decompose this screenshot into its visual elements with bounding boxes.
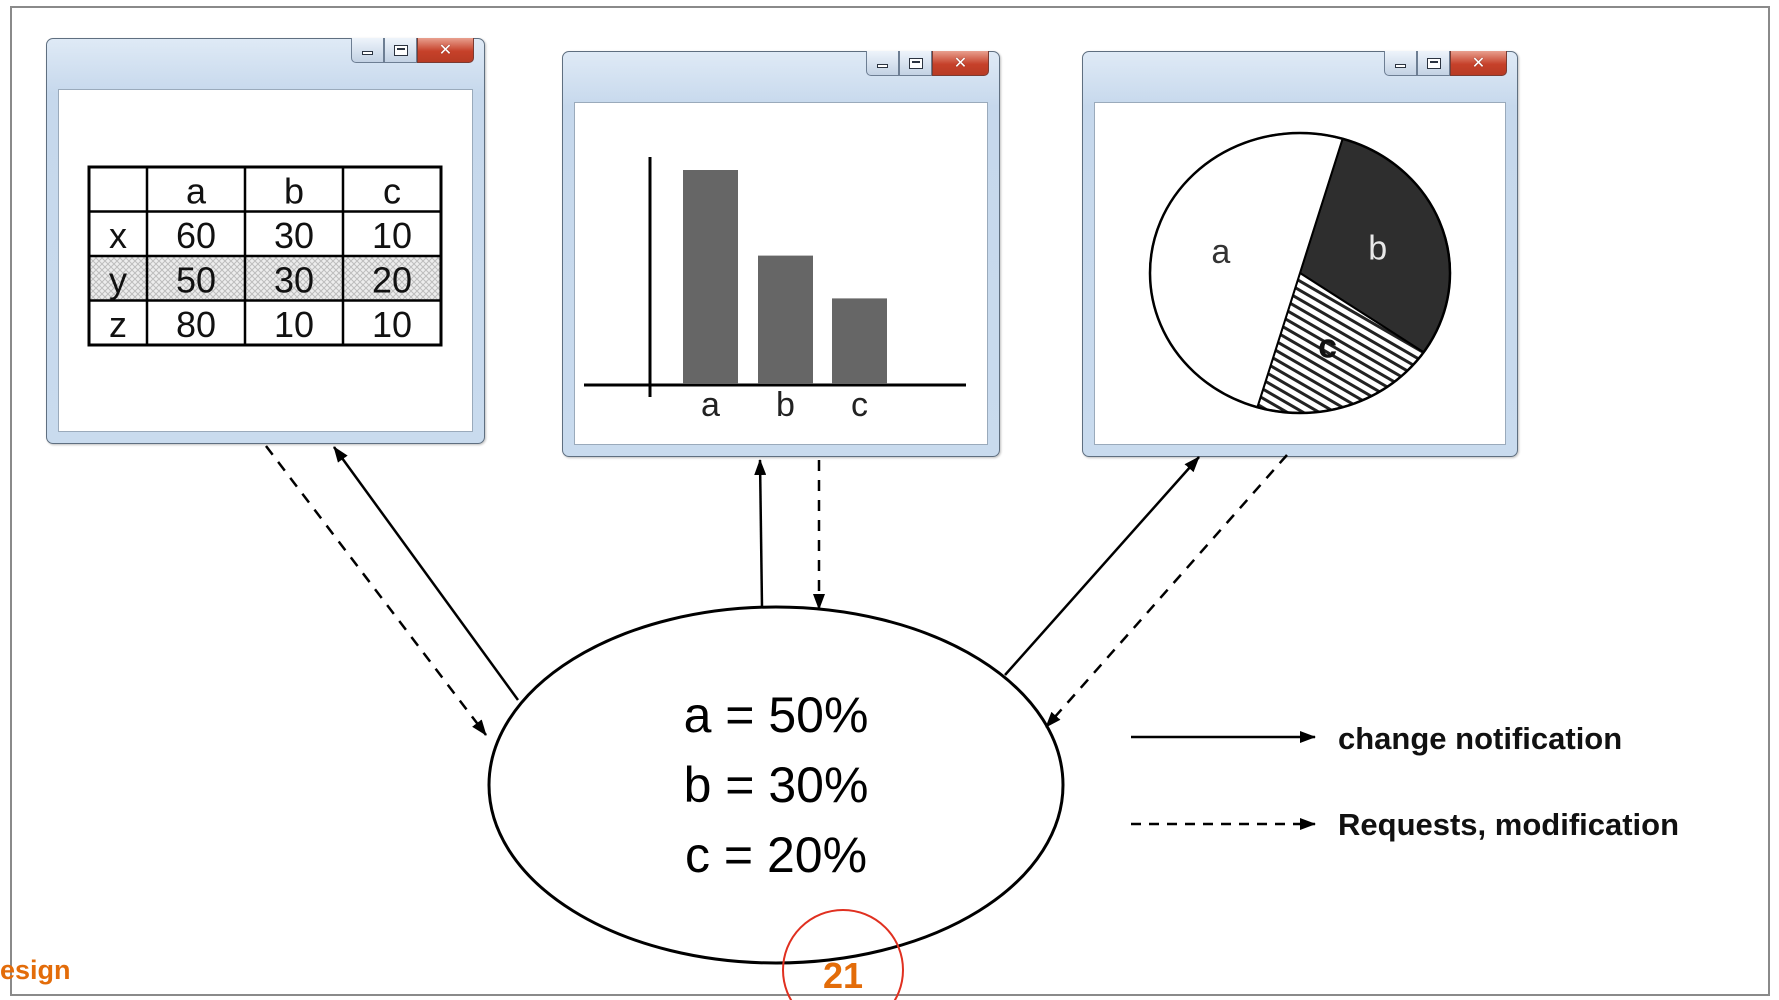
- bar-label-c: c: [851, 386, 868, 424]
- pie-notification-arrow: [1004, 456, 1200, 676]
- close-button[interactable]: ✕: [417, 38, 474, 63]
- model-value-a: a = 50%: [684, 687, 869, 743]
- table-header-cell: c: [383, 171, 401, 212]
- pie-outline: [1148, 131, 1452, 415]
- pie-request-arrow: [1045, 454, 1288, 728]
- table-cell: 10: [372, 304, 412, 345]
- table-header-cell: a: [186, 171, 207, 212]
- minimize-button[interactable]: [1384, 51, 1417, 76]
- minimize-icon: [877, 64, 888, 68]
- table-row-label: y: [109, 260, 127, 301]
- page-number-circle: [782, 909, 904, 1000]
- close-button[interactable]: ✕: [932, 51, 989, 76]
- minimize-button[interactable]: [351, 38, 384, 63]
- maximize-icon: [908, 57, 923, 69]
- maximize-button[interactable]: [384, 38, 417, 63]
- table-cell: 60: [176, 215, 216, 256]
- table-cell: 80: [176, 304, 216, 345]
- table-notification-arrow: [332, 446, 520, 701]
- close-icon: ✕: [438, 40, 453, 59]
- table-cell: 10: [274, 304, 314, 345]
- window-controls: ✕: [351, 38, 474, 63]
- table-cell: 30: [274, 260, 314, 301]
- pie-label-c: c: [1318, 328, 1337, 366]
- model-ellipse: [487, 605, 1065, 965]
- model-value-c: c = 20%: [685, 827, 867, 883]
- table-cell: 50: [176, 260, 216, 301]
- table-cell: 10: [372, 215, 412, 256]
- table-header-cell: b: [284, 171, 304, 212]
- table-cell: 30: [274, 215, 314, 256]
- maximize-icon: [1426, 57, 1441, 69]
- table-row-label: z: [109, 304, 127, 345]
- bar-notification-arrow: [754, 459, 767, 608]
- page-number: 21: [823, 955, 863, 996]
- minimize-icon: [362, 51, 373, 55]
- maximize-button[interactable]: [1417, 51, 1450, 76]
- window-controls: ✕: [1384, 51, 1507, 76]
- bar-label-b: b: [776, 386, 795, 424]
- bar-chart: a b c: [584, 157, 966, 424]
- pie-chart: b c a: [1148, 131, 1452, 415]
- table-request-arrow: [265, 445, 487, 736]
- pie-label-b: b: [1368, 229, 1387, 267]
- window-controls: ✕: [866, 51, 989, 76]
- table-row-label: x: [109, 215, 127, 256]
- maximize-button[interactable]: [899, 51, 932, 76]
- bar-b: [758, 255, 813, 384]
- table-cell: 20: [372, 260, 412, 301]
- maximize-icon: [393, 44, 408, 56]
- close-icon: ✕: [1471, 53, 1486, 72]
- bar-a: [683, 170, 738, 384]
- bar-series: a b c: [683, 170, 887, 424]
- bar-label-a: a: [701, 386, 720, 424]
- minimize-icon: [1395, 64, 1406, 68]
- bar-c: [832, 298, 887, 384]
- footer-course-title: esign: [0, 955, 71, 985]
- close-icon: ✕: [953, 53, 968, 72]
- model-value-b: b = 30%: [684, 757, 869, 813]
- minimize-button[interactable]: [866, 51, 899, 76]
- pie-label-a: a: [1211, 233, 1230, 271]
- legend-requests-modification: Requests, modification: [1338, 807, 1679, 842]
- legend-change-notification: change notification: [1338, 721, 1622, 756]
- close-button[interactable]: ✕: [1450, 51, 1507, 76]
- slide-frame: [10, 6, 1770, 996]
